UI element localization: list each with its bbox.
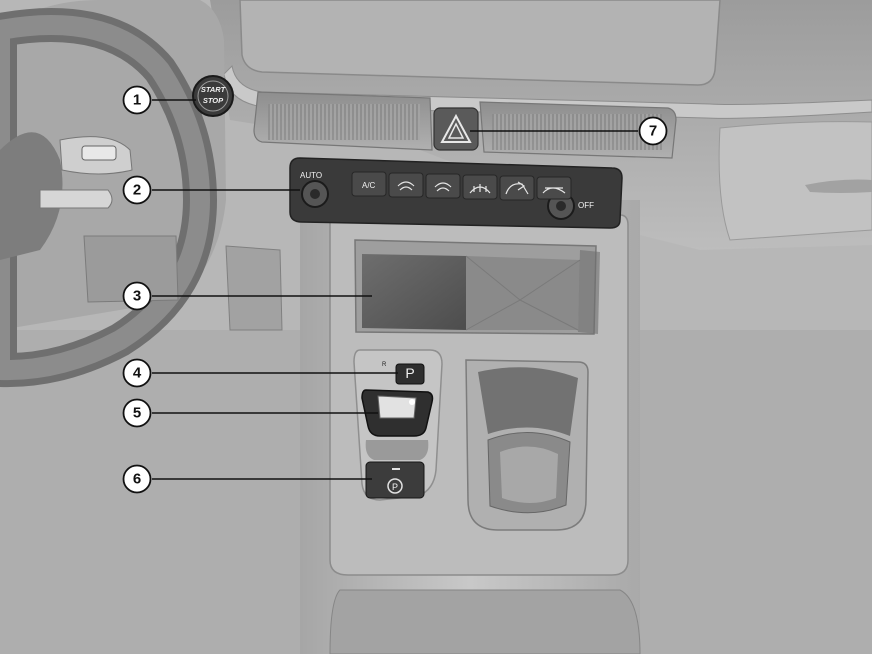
callout-circle	[122, 464, 152, 494]
auto-label: AUTO	[300, 171, 322, 180]
shifter-top	[377, 395, 417, 419]
callout-3: 3	[122, 281, 152, 311]
hazard-triangle-icon	[440, 113, 472, 143]
park-label: P	[405, 365, 414, 381]
callout-circle	[122, 281, 152, 311]
cupholder-insert	[500, 446, 558, 503]
charging-pad-texture	[466, 256, 580, 330]
callout-circle	[122, 398, 152, 428]
left-knob-center	[310, 189, 320, 199]
callout-number: 1	[133, 92, 141, 109]
rear-defrost-icon	[542, 187, 566, 194]
wiper-stalk-tip	[81, 145, 117, 161]
callout-7: 7	[638, 116, 668, 146]
callout-circle	[122, 85, 152, 115]
passenger-dash-panel	[718, 121, 872, 241]
callout-4: 4	[122, 358, 152, 388]
recirculation-button[interactable]	[499, 175, 535, 201]
steering-wheel-highlight	[0, 15, 211, 381]
callout-1: 1	[122, 85, 152, 115]
callout-circle	[638, 116, 668, 146]
stop-label: STOP	[203, 96, 224, 105]
shifter-button	[409, 399, 415, 405]
ac-label: A/C	[362, 181, 376, 190]
accelerator-pedal	[225, 245, 283, 331]
callout-number: 3	[133, 288, 141, 305]
fan-up-button[interactable]	[425, 173, 461, 199]
callout-2: 2	[122, 175, 152, 205]
callout-number: 4	[133, 365, 142, 382]
steering-wheel-hub	[0, 132, 63, 260]
brake-pedal	[83, 235, 179, 303]
parking-brake-glyph: P	[392, 482, 398, 492]
parking-brake-switch[interactable]	[365, 461, 425, 499]
fan-up-icon	[434, 182, 452, 192]
hazard-triangle-inner	[447, 122, 465, 139]
park-button[interactable]	[395, 363, 425, 385]
callout-5: 5	[122, 398, 152, 428]
callout-number: 2	[133, 182, 141, 199]
start-label: START	[201, 85, 227, 94]
right-vent-fins	[492, 114, 662, 150]
parking-brake-icon	[387, 478, 403, 494]
windshield-defrost-icon	[469, 184, 491, 194]
callout-6: 6	[122, 464, 152, 494]
passenger-dash-slot	[805, 179, 872, 193]
fan-down-button[interactable]	[388, 172, 424, 198]
charging-pad-icon[interactable]	[362, 254, 466, 330]
air-recirculation-icon	[505, 181, 529, 195]
callout-leaders	[152, 99, 638, 480]
lower-stalk[interactable]	[39, 189, 113, 209]
pad-texture-lines	[465, 255, 581, 331]
callout-number: 7	[649, 123, 657, 140]
fan-icon	[397, 181, 415, 191]
callout-number: 5	[133, 405, 141, 422]
hazard-button[interactable]	[433, 107, 479, 151]
power-button-icon	[197, 80, 229, 112]
left-vent-fins	[268, 104, 420, 140]
off-label: OFF	[578, 201, 594, 210]
right-knob-center	[556, 201, 566, 211]
callout-circle	[122, 358, 152, 388]
reverse-label: R	[382, 362, 387, 368]
shifter-boot	[365, 440, 429, 460]
infotainment-screen	[239, 0, 721, 86]
armrest	[329, 589, 641, 654]
callout-circle	[122, 175, 152, 205]
tray-shadow	[578, 250, 600, 334]
callout-number: 6	[133, 471, 141, 488]
parking-brake-indicator	[392, 468, 400, 470]
ac-button[interactable]	[351, 171, 387, 197]
front-cupholder	[478, 367, 578, 436]
start-stop-button[interactable]	[192, 75, 234, 117]
